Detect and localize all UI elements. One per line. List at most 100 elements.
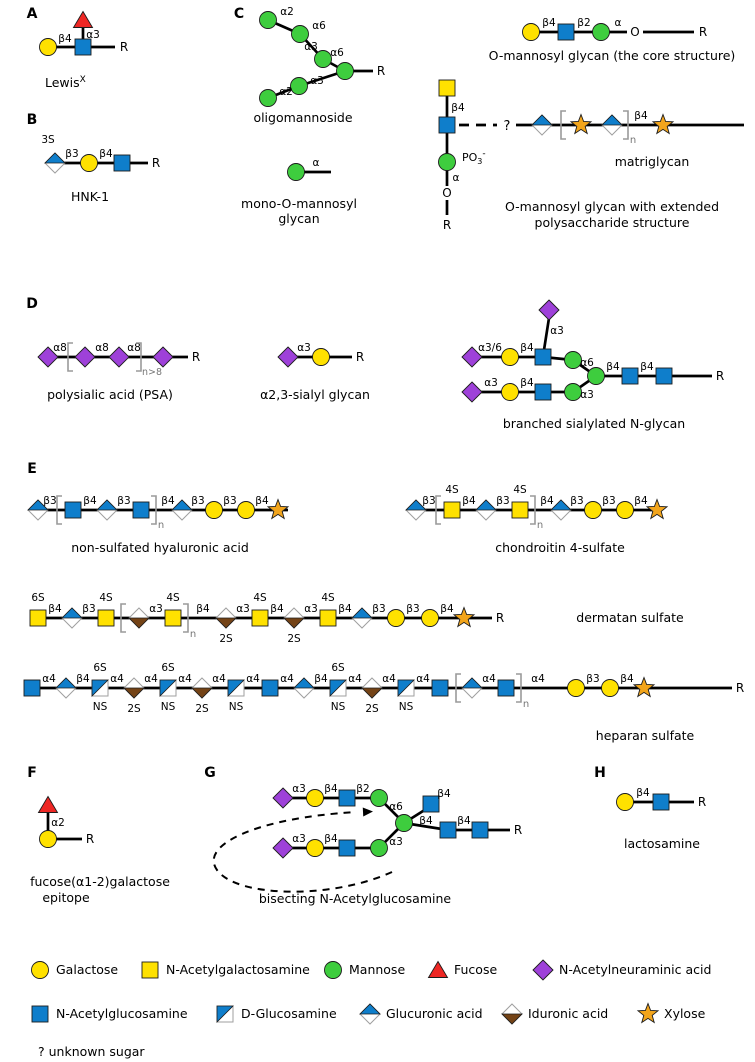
sulfation-label: NS <box>331 701 346 713</box>
polygon <box>27 499 49 511</box>
rect <box>29 609 47 627</box>
caption: branched sialylated N-glycan <box>503 416 685 431</box>
rect <box>338 839 356 857</box>
linkage-label: α3 <box>297 342 311 354</box>
linkage-label: α4 <box>110 673 124 685</box>
linkage-label: β4 <box>634 495 648 507</box>
polygon <box>569 113 593 135</box>
sulfation-label: 4S <box>99 592 113 604</box>
legend-label: N-Acetylglucosamine <box>56 1006 188 1021</box>
linkage-label: β3 <box>422 495 435 507</box>
mannose-icon <box>564 351 582 369</box>
polygon <box>272 837 294 859</box>
linkage-label: α6 <box>330 47 344 59</box>
r-label: R <box>86 832 94 846</box>
mannose-icon <box>290 77 308 95</box>
n-acetylneuraminic-acid-icon <box>108 346 130 368</box>
circle <box>616 793 634 811</box>
circle <box>259 89 277 107</box>
galactose-icon <box>584 501 602 519</box>
panel-letter: A <box>27 6 38 22</box>
galactose-icon <box>312 348 330 366</box>
mannose-icon <box>259 89 277 107</box>
linkage-label: β4 <box>338 603 352 615</box>
sulfation-label: NS <box>161 701 176 713</box>
d-glucosamine-icon <box>159 679 177 697</box>
n-acetylneuraminic-acid-icon <box>152 346 174 368</box>
glucuronic-acid-icon <box>359 1003 381 1025</box>
repeat-bracket <box>455 673 461 703</box>
panel-letter: D <box>26 296 38 312</box>
galactose-icon <box>501 383 519 401</box>
polygon <box>216 1005 234 1023</box>
rect <box>621 367 639 385</box>
fucose-icon <box>72 10 94 28</box>
linkage-label: α4 <box>144 673 158 685</box>
sulfation-label: NS <box>93 701 108 713</box>
dashed-curve <box>212 811 393 893</box>
linkage-label: β4 <box>196 603 210 615</box>
caption: α2,3-sialyl glycan <box>260 387 370 402</box>
polygon <box>461 381 483 403</box>
circle <box>421 609 439 627</box>
linkage-label: α8 <box>127 342 141 354</box>
linkage-label: β3 <box>570 495 583 507</box>
n-acetylglucosamine-icon <box>471 821 489 839</box>
rect <box>74 38 92 56</box>
sulfation-label: 2S <box>287 633 301 645</box>
polygon <box>272 787 294 809</box>
r-label: R <box>377 64 385 78</box>
polygon <box>152 346 174 368</box>
arrowhead-icon <box>362 807 373 817</box>
linkage-label: β2 <box>577 17 590 29</box>
iduronic-acid-icon <box>361 677 383 699</box>
linkage-label: β4 <box>462 495 476 507</box>
xylose-icon <box>645 498 669 520</box>
circle <box>564 351 582 369</box>
n-acetylgalactosamine-icon <box>97 609 115 627</box>
galactose-icon <box>39 830 57 848</box>
r-label: R <box>716 369 724 383</box>
glucuronic-acid-icon <box>461 677 483 699</box>
repeat-bracket <box>56 495 62 525</box>
n-acetylglucosamine-icon <box>64 501 82 519</box>
polygon <box>123 687 145 699</box>
circle <box>314 50 332 68</box>
n-acetylneuraminic-acid-icon <box>272 837 294 859</box>
linkage-label: β4 <box>99 148 113 160</box>
circle <box>287 163 305 181</box>
repeat-bracket <box>120 603 126 633</box>
glucuronic-acid-icon <box>27 499 49 521</box>
polygon <box>427 960 449 978</box>
n-acetylglucosamine-icon <box>438 116 456 134</box>
linkage-label: β4 <box>520 342 534 354</box>
polygon <box>405 499 427 511</box>
linkage-label: β3 <box>43 495 56 507</box>
n-acetylgalactosamine-icon <box>511 501 529 519</box>
linkage-label: α8 <box>95 342 109 354</box>
panel-letter: G <box>204 765 216 781</box>
polygon <box>277 346 299 368</box>
sulfation-label: 4S <box>513 484 527 496</box>
linkage-label: β4 <box>457 815 471 827</box>
linkage-label: β4 <box>640 361 654 373</box>
polygon <box>171 499 193 511</box>
iduronic-acid-icon <box>283 607 305 629</box>
glucuronic-acid-icon <box>96 499 118 521</box>
n-acetylneuraminic-acid-icon <box>74 346 96 368</box>
linkage-label: β3 <box>65 148 78 160</box>
mannose-icon <box>395 814 413 832</box>
rect <box>113 154 131 172</box>
mannose-icon <box>438 153 456 171</box>
polygon <box>636 1002 660 1024</box>
circle <box>370 789 388 807</box>
polygon <box>531 114 553 126</box>
panel-letter: B <box>27 112 38 128</box>
mannose-icon <box>370 839 388 857</box>
n-acetylgalactosamine-icon <box>29 609 47 627</box>
n-acetylgalactosamine-icon <box>251 609 269 627</box>
polygon <box>651 113 675 135</box>
sulfation-label: 6S <box>31 592 45 604</box>
